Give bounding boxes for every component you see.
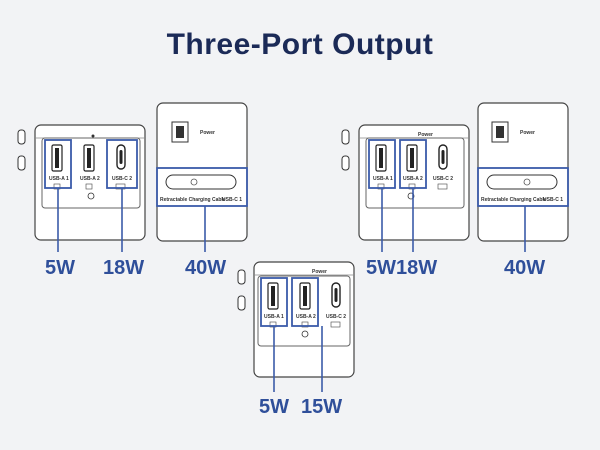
highlight-usb-c1-left — [156, 167, 248, 207]
right-adapter-side: Power Retractable Charging Cable USB-C 1 — [477, 102, 569, 252]
right-adapter-front: Power USB-A 1 USB-A 2 USB-C 2 — [341, 124, 470, 252]
left-adapter-front: USB-A 1 USB-A 2 USB-C 2 — [17, 124, 146, 252]
page-title: Three-Port Output — [166, 28, 434, 61]
watt-right-usb-a2: 18W — [396, 257, 438, 279]
port-label-usb-c2: USB-C 2 — [112, 176, 132, 182]
port-label-usb-a1: USB-A 1 — [49, 176, 69, 182]
highlight-usb-c1-right — [477, 167, 569, 207]
watt-bottom-usb-a1: 5W — [259, 396, 289, 418]
port-label-usb-a1-bottom: USB-A 1 — [264, 314, 284, 320]
cable-label-right: Retractable Charging Cable — [481, 197, 547, 203]
watt-left-usb-c1: 40W — [185, 257, 227, 279]
usb-c1-label-right: USB-C 1 — [543, 197, 563, 203]
highlight-usb-a2-bottom — [291, 277, 319, 327]
power-label-left: Power — [200, 130, 215, 136]
port-label-usb-a2-right: USB-A 2 — [403, 176, 423, 182]
watt-bottom-usb-a2: 15W — [301, 396, 343, 418]
watt-right-usb-c1: 40W — [504, 257, 546, 279]
left-adapter-side: Power Retractable Charging Cable USB-C 1 — [156, 102, 248, 252]
power-label-right: Power — [520, 130, 535, 136]
watt-left-usb-a2: 18W — [103, 257, 145, 279]
watt-left-usb-a1: 5W — [45, 257, 75, 279]
port-label-usb-a2-bottom: USB-A 2 — [296, 314, 316, 320]
usb-c1-label-left: USB-C 1 — [222, 197, 242, 203]
power-label-bottom: Power — [312, 269, 327, 275]
cable-label-left: Retractable Charging Cable — [160, 197, 226, 203]
port-label-usb-c2-right: USB-C 2 — [433, 176, 453, 182]
watt-right-usb-a1: 5W — [366, 257, 396, 279]
port-label-usb-c2-bottom: USB-C 2 — [326, 314, 346, 320]
power-label-right-front: Power — [418, 132, 433, 138]
bottom-adapter-front: Power USB-A 1 USB-A 2 USB-C 2 — [237, 261, 355, 392]
port-label-usb-a2: USB-A 2 — [80, 176, 100, 182]
port-label-usb-a1-right: USB-A 1 — [373, 176, 393, 182]
